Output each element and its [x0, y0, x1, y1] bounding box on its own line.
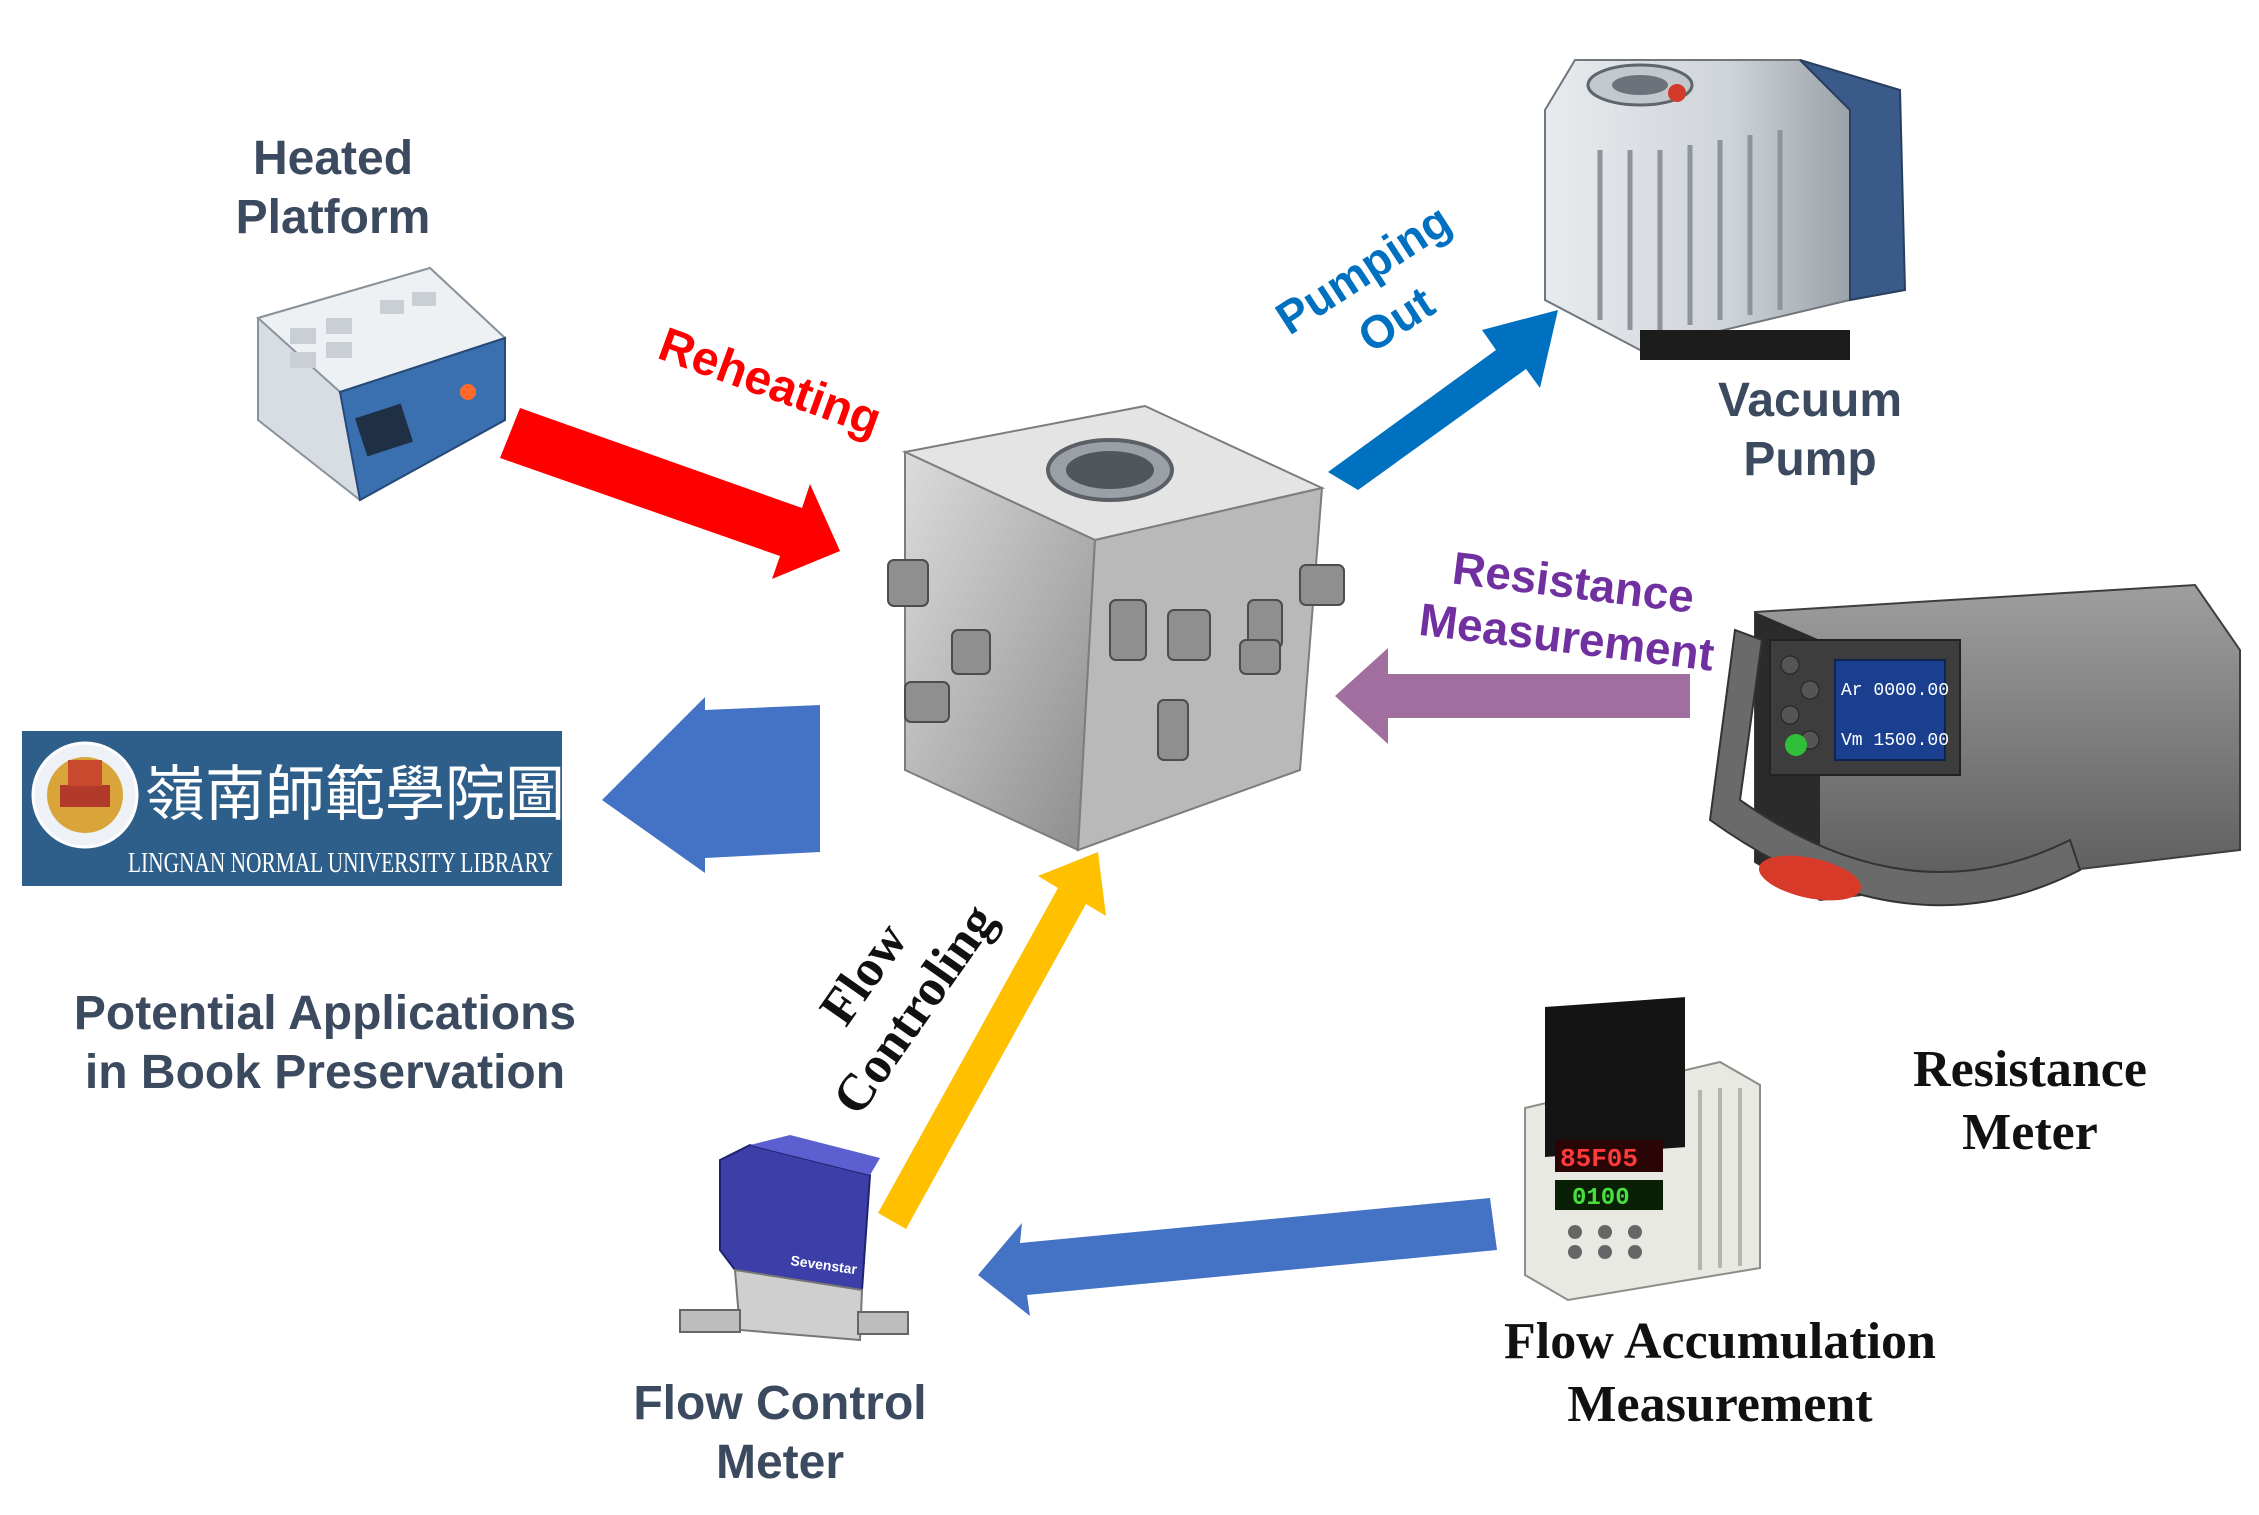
resistance-meter-display-line2: Vm 1500.00: [1841, 731, 1949, 751]
resistance-measurement-arrow: [1335, 648, 1690, 744]
vacuum-pump-label: Vacuum Pump: [1717, 374, 1903, 486]
flow-controller-device: Sevenstar: [679, 1135, 909, 1342]
potential-applications-label: Potential Applications in Book Preservat…: [73, 987, 577, 1099]
flow-accumulation-label: Flow Accumulation Measurement: [1504, 1313, 1936, 1434]
library-logo: 嶺南師範學院圖書館 LINGNAN NORMAL UNIVERSITY LIBR…: [22, 731, 685, 886]
resistance-meter-device: Ar 0000.00 Vm 1500.00: [1708, 583, 2241, 907]
library-output-arrow: [602, 697, 820, 873]
flow-control-meter-label: Flow Control Meter: [633, 1377, 927, 1489]
resistance-meter-display-line1: Ar 0000.00: [1841, 681, 1949, 701]
vacuum-chamber-device: [887, 404, 1345, 852]
flow-accumulator-display-red: 85F05: [1560, 1144, 1638, 1174]
flow-accumulator-display-green: 0100: [1572, 1185, 1630, 1212]
library-logo-english-name: LINGNAN NORMAL UNIVERSITY LIBRARY: [128, 848, 553, 879]
resistance-meter-label: Resistance Meter: [1913, 1041, 2147, 1162]
heated-platform-label: Heated Platform: [235, 132, 431, 244]
pumping-out-arrow: [1328, 310, 1558, 490]
reheating-arrow: [500, 408, 840, 579]
vacuum-pump-device: [1544, 59, 1907, 360]
flow-accumulation-arrow: [978, 1198, 1497, 1316]
flow-accumulator-device: 85F05 0100: [1524, 997, 1761, 1302]
heated-platform-device: [255, 266, 507, 502]
flow-controling-arrow: [878, 852, 1106, 1229]
library-logo-chinese-name: 嶺南師範學院圖書館: [145, 760, 685, 830]
